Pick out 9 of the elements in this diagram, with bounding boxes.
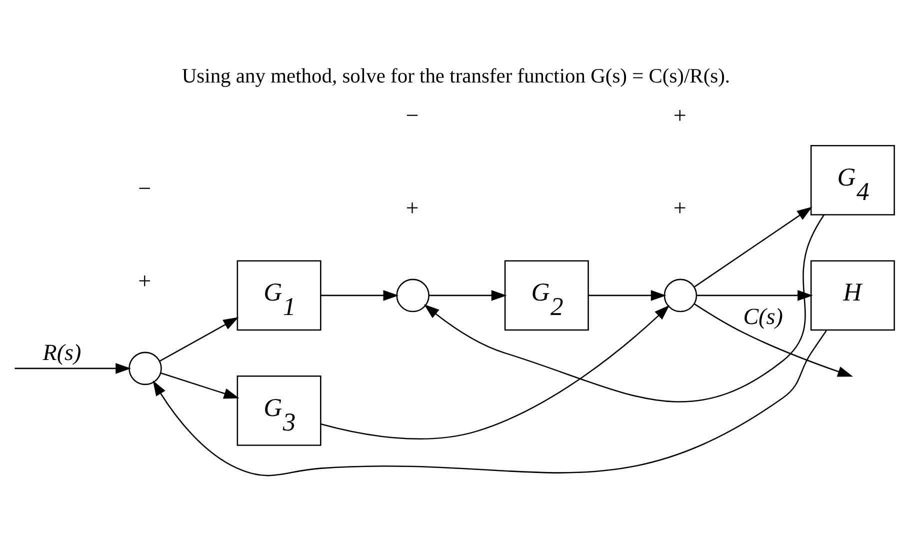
label: − — [138, 175, 152, 202]
label: + — [138, 267, 152, 294]
edge-label: R(s) — [42, 338, 82, 365]
label: − — [406, 102, 419, 128]
label: + — [406, 194, 419, 220]
label: + — [673, 102, 686, 128]
edge-label: C(s) — [743, 303, 783, 330]
diagram-title: Using any method, solve for the transfer function G(s) = C(s)/R(s). — [182, 66, 730, 88]
label: + — [673, 194, 686, 220]
